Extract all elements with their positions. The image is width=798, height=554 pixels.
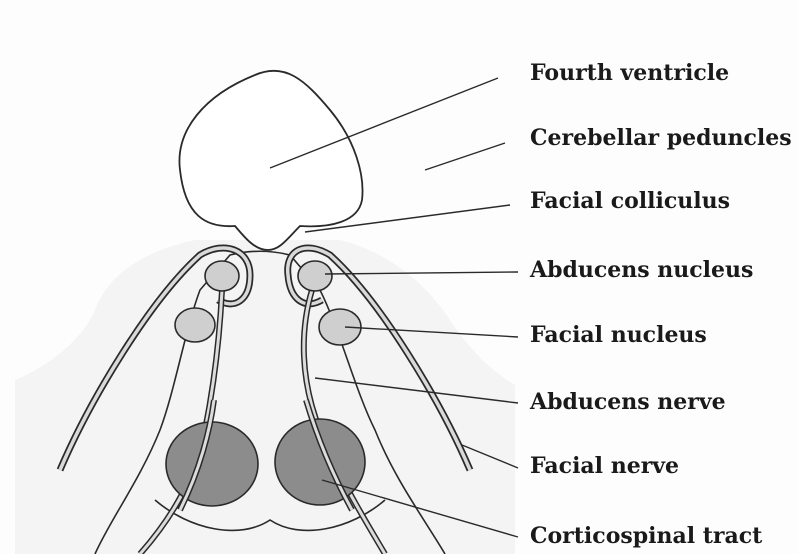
corticospinal-tract-left [166, 422, 258, 506]
label-fourth-ventricle: Fourth ventricle [530, 62, 729, 84]
label-corticospinal-tract: Corticospinal tract [530, 525, 762, 547]
label-facial-nerve: Facial nerve [530, 455, 679, 477]
fourth-ventricle-shape [179, 71, 362, 250]
leader-cerebellar-peduncles [425, 143, 505, 170]
facial-nucleus-left [175, 308, 215, 342]
label-cerebellar-peduncles: Cerebellar peduncles [530, 127, 792, 149]
label-abducens-nerve: Abducens nerve [530, 391, 726, 413]
corticospinal-tract-right [275, 419, 365, 505]
label-facial-colliculus: Facial colliculus [530, 190, 730, 212]
label-abducens-nucleus: Abducens nucleus [530, 259, 753, 281]
abducens-nucleus-right [298, 261, 332, 291]
abducens-nucleus-left [205, 261, 239, 291]
label-facial-nucleus: Facial nucleus [530, 324, 707, 346]
pons-outline [15, 240, 515, 554]
